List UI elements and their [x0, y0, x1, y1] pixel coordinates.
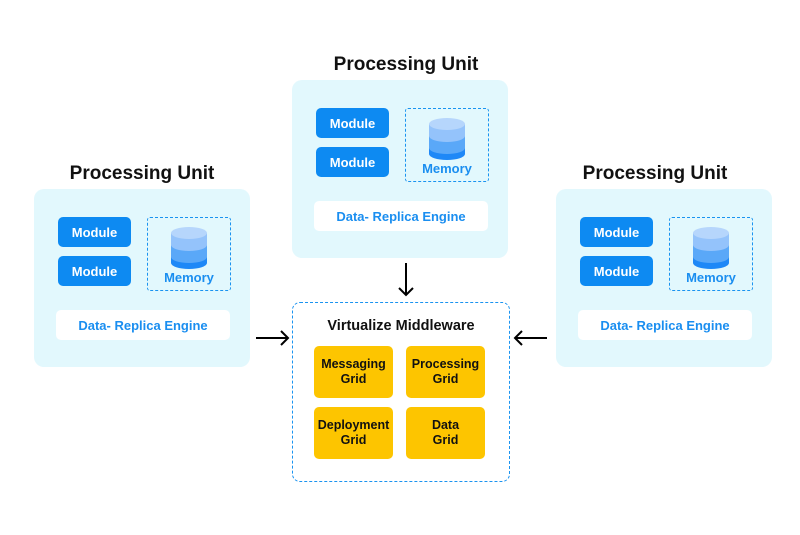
arrow-down-icon: [398, 263, 414, 297]
grid-label: Data Grid: [431, 418, 460, 447]
processing-grid: Processing Grid: [406, 346, 485, 398]
top-processing-unit: Module Module Memory Data- Replica Engin…: [292, 80, 508, 258]
arrow-right-icon: [256, 330, 290, 346]
data-replica-engine: Data- Replica Engine: [56, 310, 230, 340]
module-box: Module: [58, 256, 131, 286]
middleware-title: Virtualize Middleware: [327, 318, 475, 334]
memory-box: Memory: [405, 108, 489, 182]
right-unit-title: Processing Unit: [582, 163, 728, 184]
memory-label: Memory: [164, 270, 214, 285]
module-box: Module: [316, 108, 389, 138]
arrow-left-icon: [513, 330, 547, 346]
memory-label: Memory: [422, 161, 472, 176]
messaging-grid: Messaging Grid: [314, 346, 393, 398]
module-box: Module: [316, 147, 389, 177]
left-unit-title: Processing Unit: [69, 163, 215, 184]
data-grid: Data Grid: [406, 407, 485, 459]
memory-label: Memory: [686, 270, 736, 285]
left-processing-unit: Module Module Memory Data- Replica Engin…: [34, 189, 250, 367]
database-icon: [429, 118, 465, 160]
database-icon: [693, 227, 729, 269]
virtualize-middleware: Virtualize Middleware Messaging Grid Pro…: [292, 302, 510, 482]
module-box: Module: [58, 217, 131, 247]
grid-label: Messaging Grid: [321, 357, 386, 386]
top-unit-title: Processing Unit: [333, 54, 479, 75]
data-replica-engine: Data- Replica Engine: [314, 201, 488, 231]
deployment-grid: Deployment Grid: [314, 407, 393, 459]
memory-box: Memory: [669, 217, 753, 291]
data-replica-engine: Data- Replica Engine: [578, 310, 752, 340]
grid-label: Processing Grid: [411, 357, 480, 386]
module-box: Module: [580, 256, 653, 286]
memory-box: Memory: [147, 217, 231, 291]
grid-label: Deployment Grid: [317, 418, 390, 447]
right-processing-unit: Module Module Memory Data- Replica Engin…: [556, 189, 772, 367]
database-icon: [171, 227, 207, 269]
module-box: Module: [580, 217, 653, 247]
